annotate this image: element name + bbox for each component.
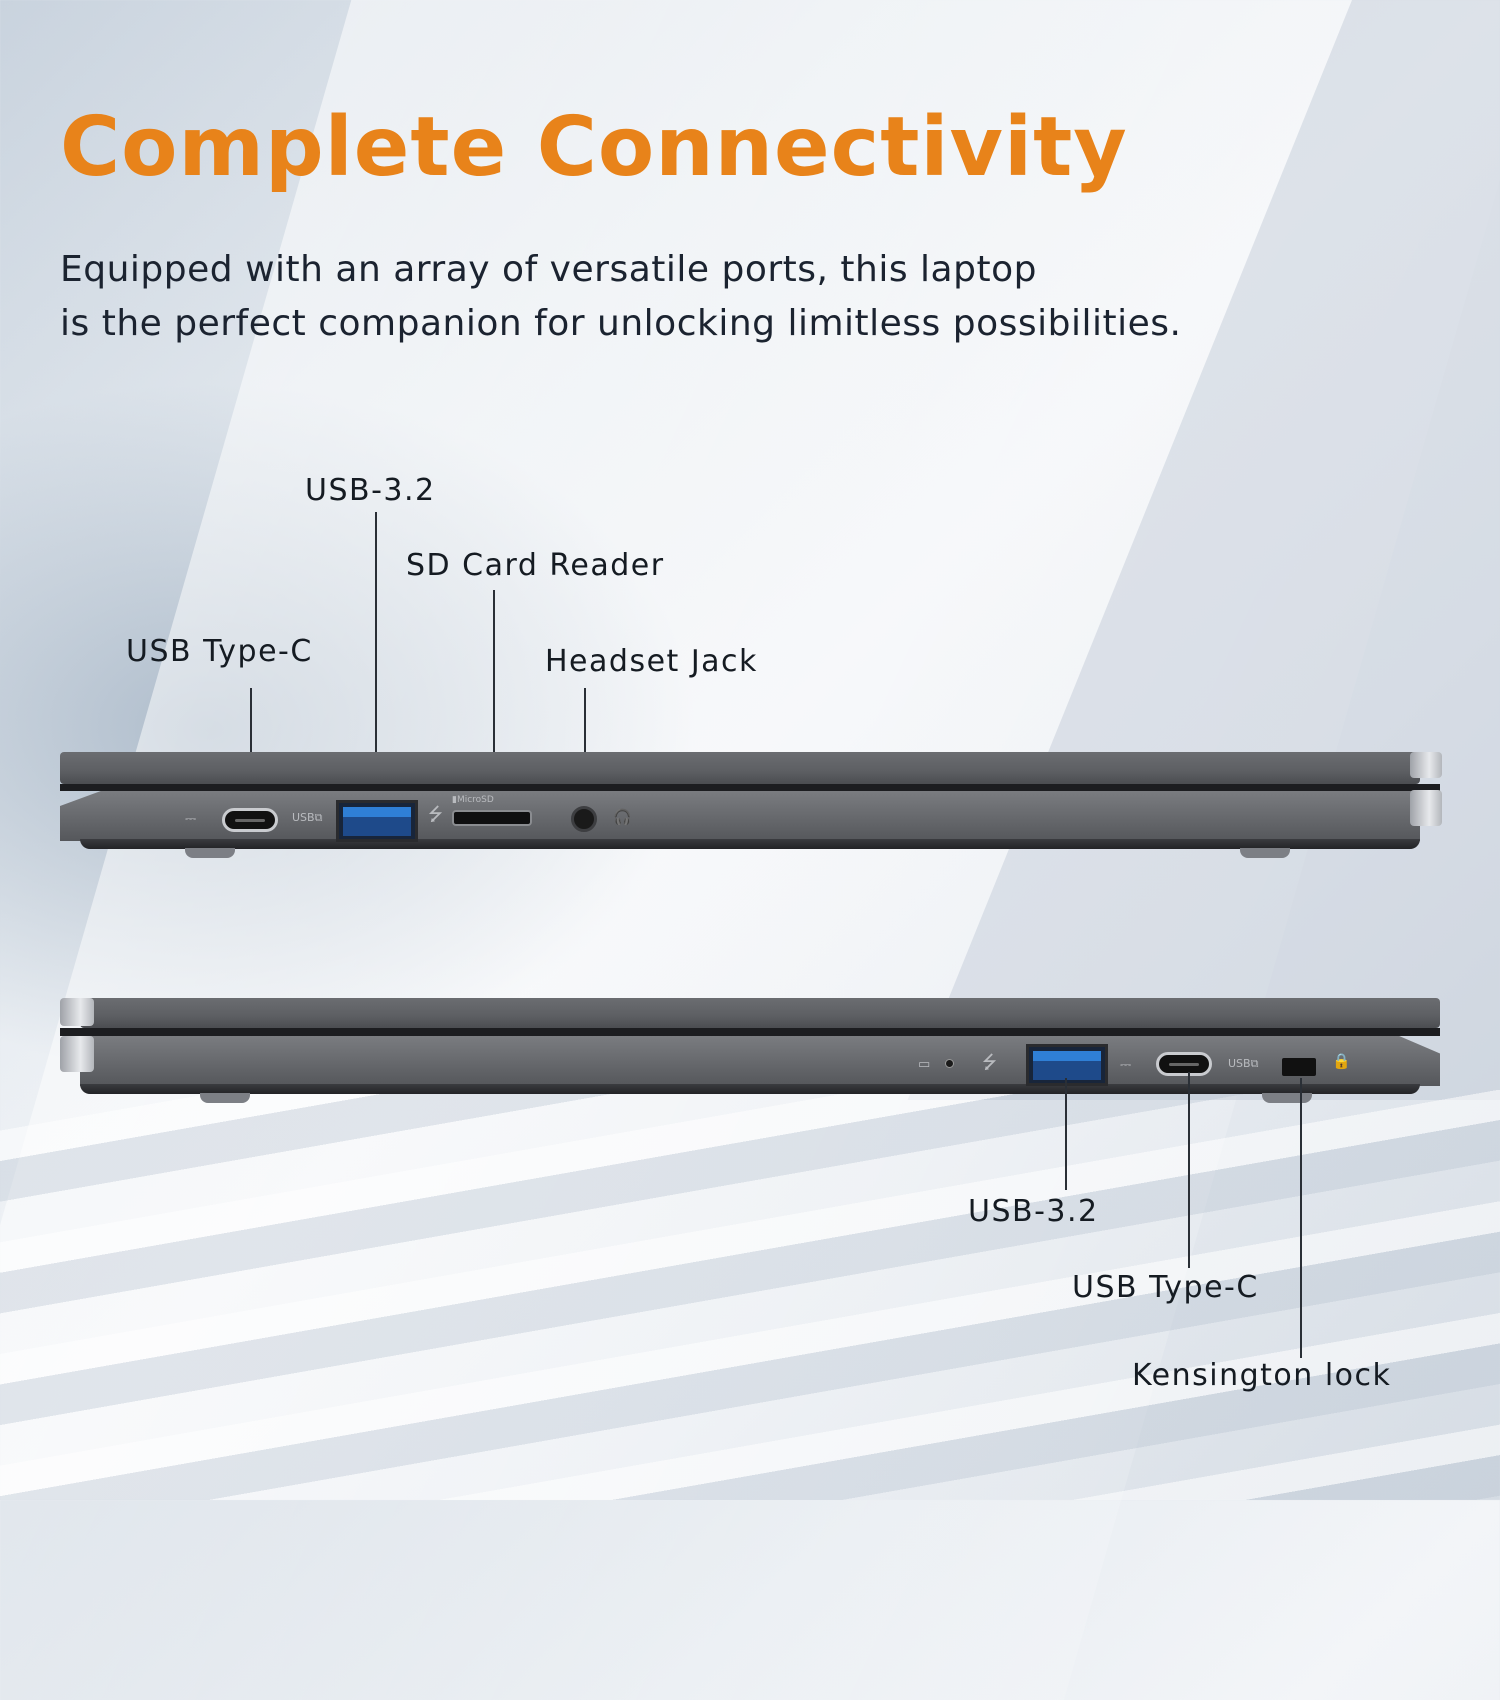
port-sd-card — [452, 810, 532, 826]
leader-left-headset — [584, 688, 586, 810]
page-title: Complete Connectivity — [60, 100, 1128, 195]
leader-left-usb-32 — [375, 512, 377, 802]
port-kensington-lock — [1282, 1058, 1316, 1076]
microsd-icon: ▮MicroSD — [452, 795, 494, 805]
leader-left-usb-c — [250, 688, 252, 810]
base-endcap — [60, 1036, 94, 1072]
rubber-foot — [185, 848, 235, 858]
label-left-usb-c: USB Type-C — [126, 634, 313, 669]
lid-endcap — [1410, 752, 1442, 778]
usb-symbol-icon: ⭍ — [428, 804, 443, 825]
label-right-kensington: Kensington lock — [1132, 1358, 1392, 1393]
rubber-foot — [1262, 1093, 1312, 1103]
label-left-sd-card: SD Card Reader — [406, 548, 665, 583]
port-usb-a-32 — [1026, 1044, 1108, 1086]
port-usb-type-c — [222, 808, 278, 832]
laptop-hinge-gap — [60, 784, 1440, 791]
label-right-usb-c: USB Type-C — [1072, 1270, 1259, 1305]
label-left-headset: Headset Jack — [545, 644, 758, 679]
port-usb-type-c — [1156, 1052, 1212, 1076]
usb-display-icon: USB⧉ — [292, 811, 323, 824]
subtitle-line-1: Equipped with an array of versatile port… — [60, 249, 1037, 290]
status-led — [945, 1059, 954, 1068]
usb-display-icon: USB⧉ — [1228, 1057, 1259, 1070]
port-headset-jack — [571, 806, 597, 832]
label-right-usb-32: USB-3.2 — [968, 1194, 1099, 1229]
rubber-foot — [1240, 848, 1290, 858]
usb-symbol-icon: ⭍ — [982, 1052, 997, 1073]
leader-right-usb-c — [1188, 1072, 1190, 1268]
port-usb-a-32 — [336, 800, 418, 842]
laptop-lid — [80, 998, 1440, 1028]
power-dc-icon: ⎓ — [185, 811, 197, 827]
background-floor-shadows — [0, 1090, 1500, 1500]
lock-icon: 🔒 — [1332, 1052, 1351, 1070]
laptop-lid — [60, 752, 1420, 784]
battery-indicator-icon: ▭ — [918, 1057, 931, 1072]
label-left-usb-32: USB-3.2 — [305, 473, 436, 508]
laptop-hinge-gap — [60, 1028, 1440, 1036]
subtitle-line-2: is the perfect companion for unlocking l… — [60, 303, 1182, 344]
leader-right-kensington — [1300, 1078, 1302, 1358]
laptop-bottom-shell — [80, 839, 1420, 849]
page-subtitle: Equipped with an array of versatile port… — [60, 243, 1181, 351]
leader-left-sd-card — [493, 590, 495, 812]
laptop-base — [80, 1036, 1440, 1086]
headset-icon: 🎧 — [613, 808, 632, 826]
lid-endcap — [60, 998, 94, 1026]
laptop-bottom-shell — [80, 1084, 1420, 1094]
rubber-foot — [200, 1093, 250, 1103]
power-dc-icon: ⎓ — [1120, 1057, 1132, 1073]
laptop-base — [60, 791, 1420, 841]
leader-right-usb-32 — [1065, 1078, 1067, 1190]
base-endcap — [1410, 790, 1442, 826]
